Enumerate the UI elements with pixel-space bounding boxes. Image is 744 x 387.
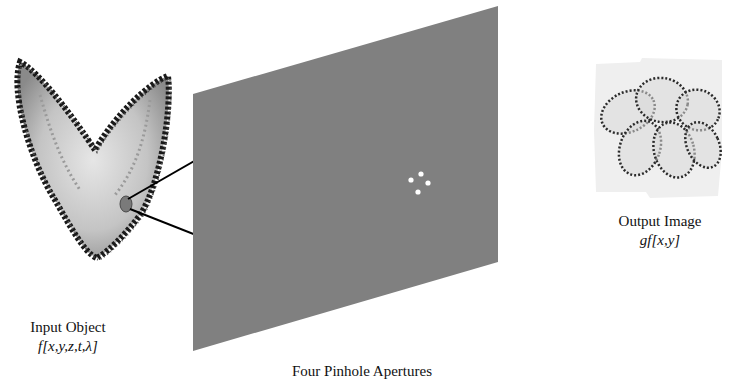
caption-label: Four Pinhole Apertures bbox=[292, 362, 432, 380]
input-object bbox=[17, 62, 170, 260]
pinholes bbox=[408, 171, 430, 194]
caption-label: Output Image bbox=[619, 212, 702, 230]
formula-label: f[x,y,z,t,λ] bbox=[38, 337, 98, 355]
output-image bbox=[594, 58, 728, 198]
caption-label: Input Object bbox=[30, 318, 105, 336]
aperture-plane bbox=[193, 6, 498, 351]
formula-label: gf[x,y] bbox=[640, 231, 680, 249]
